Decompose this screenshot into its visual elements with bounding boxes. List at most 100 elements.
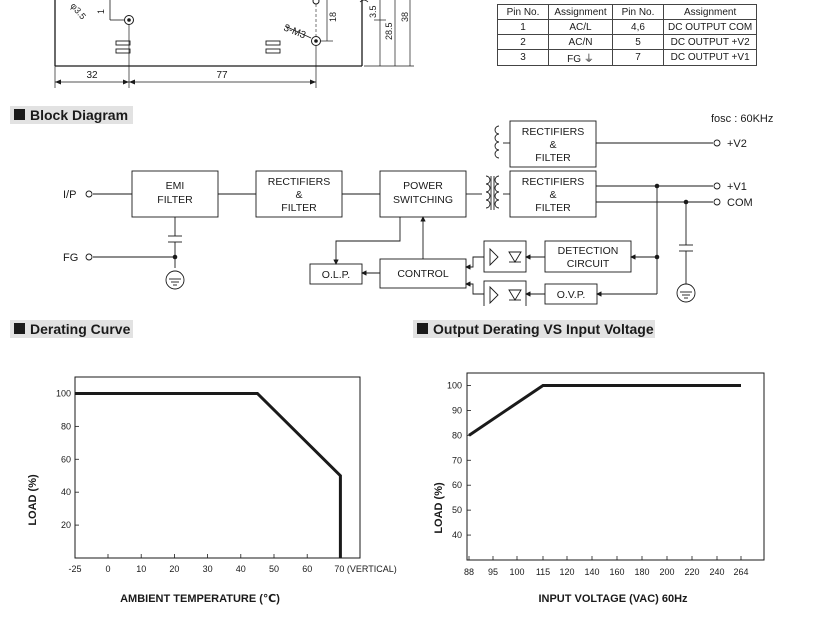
- table-cell: 7: [612, 49, 664, 66]
- y-tick-label: 100: [56, 388, 71, 398]
- y-tick-label: 100: [447, 380, 462, 390]
- emi-line1: EMI: [166, 180, 185, 192]
- dim-28-5-label: 28.5: [384, 22, 394, 40]
- y-tick-label: 80: [452, 430, 462, 440]
- x-tick-label: 264: [733, 567, 748, 577]
- series-line: [75, 391, 342, 558]
- dim-3-5-label: 3.5: [368, 5, 378, 18]
- rect-in-line2: &: [295, 189, 302, 201]
- x-tick-label: 160: [609, 567, 624, 577]
- table-cell: 4,6: [612, 19, 664, 35]
- y-tick-label: 40: [61, 487, 71, 497]
- table-cell: 5: [612, 34, 664, 50]
- x-tick-label: -25: [68, 564, 81, 574]
- table-header: Pin No.: [497, 4, 549, 20]
- screw-label: 3-M3: [282, 23, 308, 42]
- dim-18-label: 18: [328, 12, 338, 22]
- x-axis-label: INPUT VOLTAGE (VAC) 60Hz: [538, 593, 688, 605]
- y-tick-label: 80: [61, 421, 71, 431]
- out-com-label: COM: [727, 197, 753, 209]
- derating-curve-header: Derating Curve: [10, 320, 133, 338]
- dim-phi-label: φ3.5: [68, 1, 87, 21]
- rect-in-line3: FILTER: [281, 202, 317, 214]
- control-label: CONTROL: [397, 268, 448, 280]
- out-v2-label: +V2: [727, 138, 747, 150]
- x-tick-label: 95: [488, 567, 498, 577]
- rect-v2-line1: RECTIFIERS: [522, 126, 584, 138]
- x-tick-label: 50: [269, 564, 279, 574]
- olp-label: O.L.P.: [322, 269, 350, 281]
- rect-v2-line2: &: [549, 139, 556, 151]
- table-header: Pin No.: [612, 4, 664, 20]
- x-tick-label: 20: [169, 564, 179, 574]
- x-tick-label: 120: [559, 567, 574, 577]
- dim-38-label: 38: [400, 12, 410, 22]
- rect-v1-line2: &: [549, 189, 556, 201]
- x-tick-label: 115: [536, 567, 550, 577]
- table-row: 1 AC/L 4,6 DC OUTPUT COM: [497, 19, 758, 35]
- dim-32-label: 32: [86, 70, 98, 81]
- out-v1-label: +V1: [727, 181, 747, 193]
- pin-assignment-table: Pin No. Assignment Pin No. Assignment 1 …: [497, 4, 758, 66]
- table-header: Assignment: [548, 4, 613, 20]
- x-tick-label: 140: [584, 567, 599, 577]
- detection-line1: DETECTION: [558, 245, 619, 257]
- y-axis-label: LOAD (%): [27, 474, 39, 526]
- block-diagram: fosc : 60KHz I/P FG +V2 +V1 COM EMI FILT…: [63, 113, 773, 306]
- x-axis-label: AMBIENT TEMPERATURE (℃): [120, 593, 280, 605]
- detection-line2: CIRCUIT: [567, 258, 610, 270]
- y-tick-label: 60: [452, 480, 462, 490]
- table-cell: DC OUTPUT COM: [662, 19, 758, 35]
- y-tick-label: 60: [61, 454, 71, 464]
- fg-terminal-label: FG: [63, 252, 78, 264]
- block-diagram-header: Block Diagram: [10, 106, 133, 124]
- table-cell: DC OUTPUT +V1: [662, 49, 758, 66]
- y-tick-label: 50: [452, 505, 462, 515]
- dim-1-label: 1: [96, 9, 106, 14]
- x-tick-label: 88: [464, 567, 474, 577]
- x-tick-label: 40: [236, 564, 246, 574]
- table-cell: AC/N: [548, 34, 613, 50]
- rect-v1-line1: RECTIFIERS: [522, 176, 584, 188]
- mechanical-drawing: 1 φ3.5 3-M3 18 3.5 28.5 38 32 77: [54, 0, 414, 88]
- psw-line1: POWER: [403, 180, 443, 192]
- fosc-label: fosc : 60KHz: [711, 113, 773, 125]
- input-terminal-label: I/P: [63, 189, 76, 201]
- output-derating-header: Output Derating VS Input Voltage: [413, 320, 655, 338]
- y-axis-label: LOAD (%): [433, 482, 445, 534]
- ovp-label: O.V.P.: [557, 289, 586, 301]
- y-tick-label: 20: [61, 520, 71, 530]
- y-tick-label: 70: [452, 455, 462, 465]
- x-tick-label: 30: [203, 564, 213, 574]
- table-cell: 1: [497, 19, 549, 35]
- plot-frame: [74, 376, 361, 559]
- table-cell: AC/L: [548, 19, 613, 35]
- x-tick-label: 10: [136, 564, 146, 574]
- table-cell: FG ⏚: [548, 49, 613, 66]
- x-tick-label: 60: [302, 564, 312, 574]
- table-cell: 3: [497, 49, 549, 66]
- plot-frame: [466, 372, 765, 561]
- x-tick-label: 220: [684, 567, 699, 577]
- table-row: 2 AC/N 5 DC OUTPUT +V2: [497, 34, 758, 50]
- x-tick-label: 200: [659, 567, 674, 577]
- table-header: Assignment: [662, 4, 758, 20]
- table-header-row: Pin No. Assignment Pin No. Assignment: [497, 4, 758, 20]
- rect-in-line1: RECTIFIERS: [268, 176, 330, 188]
- rectifier-v2-block: [509, 120, 597, 168]
- x-tick-label: 180: [634, 567, 649, 577]
- table-row: 3 FG ⏚ 7 DC OUTPUT +V1: [497, 49, 758, 66]
- table-cell: 2: [497, 34, 549, 50]
- rect-v2-line3: FILTER: [535, 152, 571, 164]
- series-line: [468, 383, 741, 437]
- emi-line2: FILTER: [157, 194, 193, 206]
- table-cell: DC OUTPUT +V2: [662, 34, 758, 50]
- x-tick-label: 100: [509, 567, 524, 577]
- dim-77-label: 77: [216, 70, 228, 81]
- rect-v1-line3: FILTER: [535, 202, 571, 214]
- x-tick-label: 240: [709, 567, 724, 577]
- y-tick-label: 90: [452, 405, 462, 415]
- x-tick-label: 0: [105, 564, 110, 574]
- psw-line2: SWITCHING: [393, 194, 453, 206]
